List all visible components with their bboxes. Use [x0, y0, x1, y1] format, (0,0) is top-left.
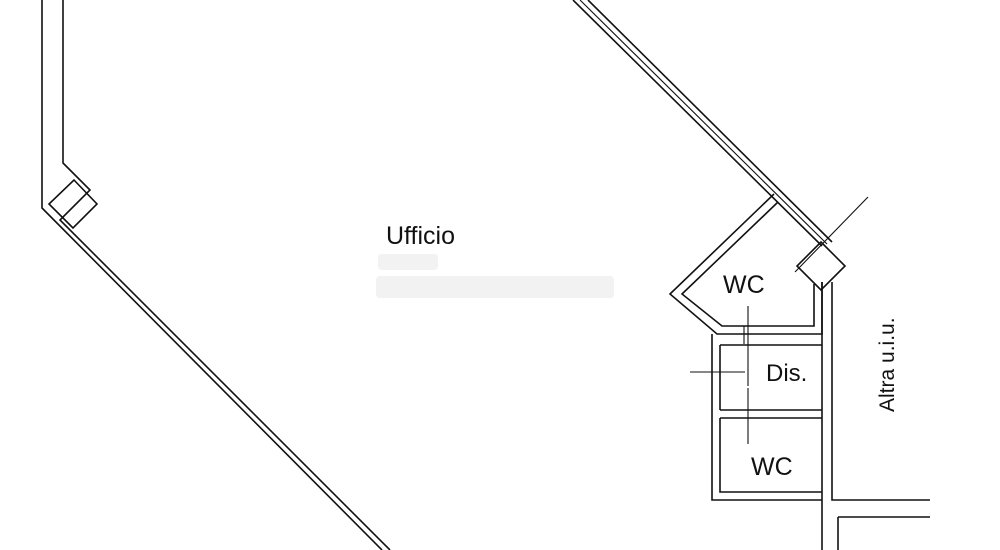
- door-markers: [690, 306, 749, 444]
- room-label-wc-upper: WC: [723, 271, 765, 299]
- watermark: [376, 254, 614, 298]
- room-label-neighbor-unit: Altra u.i.u.: [876, 317, 899, 412]
- left-wall-column: [47, 178, 99, 230]
- upper-right-exterior-wall: [572, 0, 833, 247]
- left-exterior-wall: [41, 0, 391, 550]
- room-label-wc-lower: WC: [751, 453, 793, 481]
- hallway-walls: [711, 334, 822, 501]
- room-label-office: Ufficio: [386, 222, 455, 250]
- room-label-hallway: Dis.: [766, 360, 807, 387]
- right-wall-column: [795, 240, 847, 292]
- exterior-diagonal-line: [794, 196, 869, 273]
- service-block-right-wall: [821, 282, 930, 550]
